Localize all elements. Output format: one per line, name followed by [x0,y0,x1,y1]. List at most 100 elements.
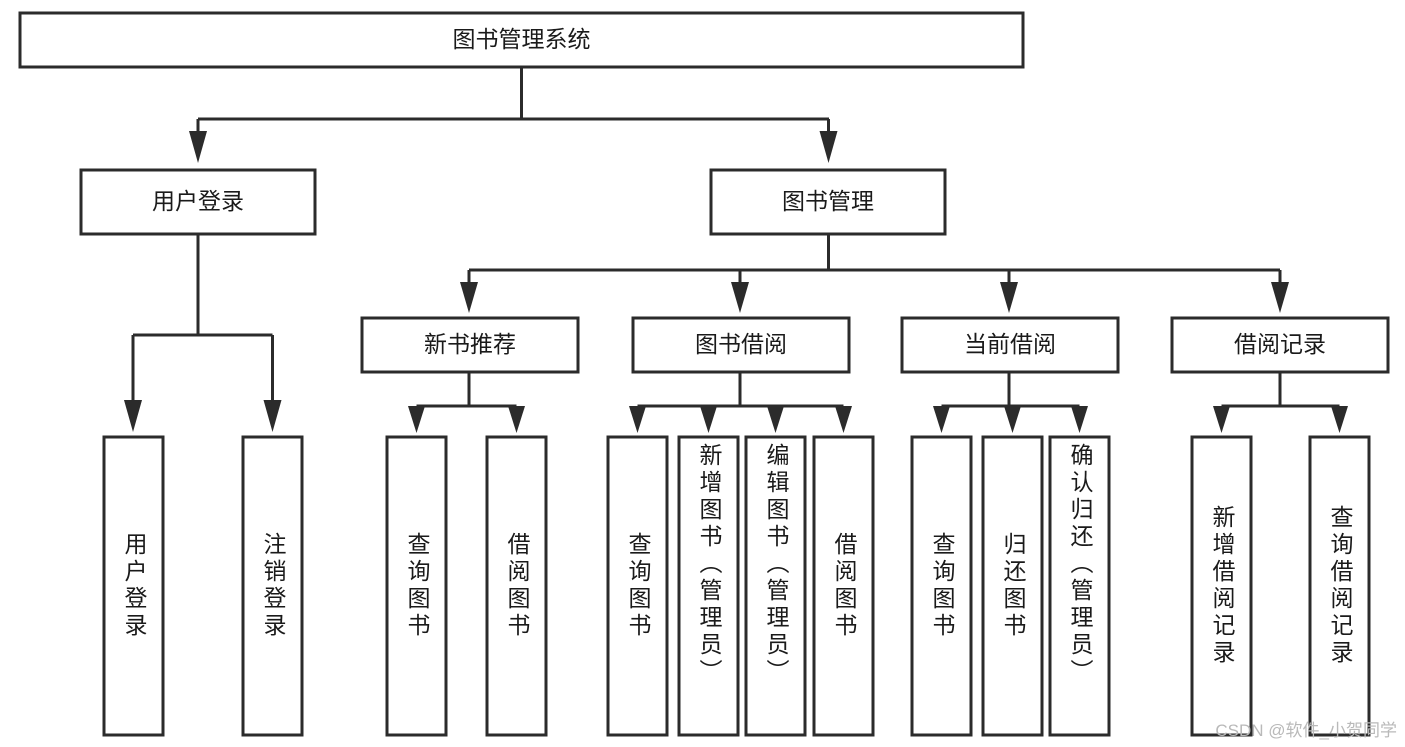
node-leaf-borrow-book-label: 借阅图书 [831,532,857,640]
node-leaf-confirm-return-label: 确认归还（管理员） [1067,443,1093,686]
node-leaf-query-book-cur-label: 查询图书 [929,532,955,640]
node-leaf-query-book-rec-label: 查询图书 [404,532,430,640]
node-leaf-edit-book-label: 编辑图书（管理员） [763,443,789,686]
node-leaf-query-record-label: 查询借阅记录 [1327,505,1353,667]
node-current-borrow[interactable]: 当前借阅 [900,316,1120,374]
node-root-box [18,11,1025,69]
node-leaf-return-book[interactable]: 归还图书 [981,435,1044,737]
arrow-head-leaf-query-book-borrow [629,406,646,433]
arrow-head-leaf-return-book [1004,406,1021,433]
arrow-head-leaf-add-book [700,406,717,433]
node-leaf-add-record-text-wrap: 新增借阅记录 [1209,505,1235,667]
arrow-head-leaf-borrow-book-rec [508,406,525,433]
node-new-book-recommend[interactable]: 新书推荐 [360,316,580,374]
node-leaf-query-record[interactable]: 查询借阅记录 [1308,435,1371,737]
node-leaf-add-book-box [677,435,740,737]
node-user-login-label: 用户登录 [152,188,244,214]
node-book-manage-label: 图书管理 [782,188,874,214]
arrow-head-leaf-query-book-rec [408,406,425,433]
arrow-head-book-manage [819,131,838,163]
node-leaf-borrow-book-rec[interactable]: 借阅图书 [485,435,548,737]
node-leaf-query-record-box [1308,435,1371,737]
node-leaf-query-book-cur-text-wrap: 查询图书 [929,532,955,640]
node-leaf-return-book-label: 归还图书 [1000,532,1026,640]
node-leaf-logout-box [241,435,304,737]
node-current-borrow-box [900,316,1120,374]
node-book-manage-box [709,168,947,236]
connector-group-borrow-record [1213,372,1348,433]
node-borrow-record[interactable]: 借阅记录 [1170,316,1390,374]
arrow-head-current-borrow [1000,282,1018,313]
node-leaf-user-login-box [102,435,165,737]
node-leaf-add-record[interactable]: 新增借阅记录 [1190,435,1253,737]
node-leaf-add-book[interactable]: 新增图书（管理员） [677,435,740,737]
node-borrow-record-label: 借阅记录 [1234,331,1326,357]
connector-group-book-manage [460,234,1289,313]
node-book-borrow[interactable]: 图书借阅 [631,316,851,374]
node-leaf-add-book-label: 新增图书（管理员） [696,443,722,686]
node-book-manage[interactable]: 图书管理 [709,168,947,236]
node-leaf-add-record-box [1190,435,1253,737]
connector-group-user-login [124,234,282,432]
node-user-login[interactable]: 用户登录 [79,168,317,236]
node-leaf-query-book-borrow[interactable]: 查询图书 [606,435,669,737]
node-leaf-logout-text-wrap: 注销登录 [260,532,286,640]
node-leaf-logout[interactable]: 注销登录 [241,435,304,737]
node-leaf-user-login[interactable]: 用户登录 [102,435,165,737]
csdn-watermark: CSDN @软件_小贺同学 [1215,721,1397,740]
connector-group-book-borrow [629,372,852,433]
node-leaf-query-book-borrow-box [606,435,669,737]
node-user-login-box [79,168,317,236]
node-leaf-add-record-label: 新增借阅记录 [1209,505,1235,667]
node-leaf-user-login-text-wrap: 用户登录 [121,532,147,640]
node-leaf-return-book-box [981,435,1044,737]
node-leaf-return-book-text-wrap: 归还图书 [1000,532,1026,640]
node-leaf-query-book-borrow-text-wrap: 查询图书 [625,532,651,640]
node-book-borrow-label: 图书借阅 [695,331,787,357]
node-leaf-confirm-return-text-wrap: 确认归还（管理员） [1067,443,1093,686]
node-leaf-borrow-book-box [812,435,875,737]
arrow-head-new-book-recommend [460,282,478,313]
node-root-label: 图书管理系统 [453,26,591,52]
node-leaf-borrow-book-rec-box [485,435,548,737]
arrow-head-leaf-confirm-return [1071,406,1088,433]
node-new-book-recommend-box [360,316,580,374]
node-leaf-borrow-book-text-wrap: 借阅图书 [831,532,857,640]
node-current-borrow-label: 当前借阅 [964,331,1056,357]
arrow-head-user-login [189,131,207,163]
node-leaf-edit-book-text-wrap: 编辑图书（管理员） [763,443,789,686]
arrow-head-leaf-logout [263,400,282,432]
node-leaf-borrow-book-rec-text-wrap: 借阅图书 [504,532,530,640]
node-leaf-query-book-borrow-label: 查询图书 [625,532,651,640]
node-leaf-user-login-label: 用户登录 [121,532,147,640]
node-new-book-recommend-label: 新书推荐 [424,331,516,357]
arrow-head-leaf-query-book-cur [933,406,950,433]
node-leaf-borrow-book[interactable]: 借阅图书 [812,435,875,737]
node-borrow-record-box [1170,316,1390,374]
node-root[interactable]: 图书管理系统 [18,11,1025,69]
node-leaf-confirm-return-box [1048,435,1111,737]
arrow-head-leaf-query-record [1331,406,1348,433]
node-leaf-edit-book[interactable]: 编辑图书（管理员） [744,435,807,737]
arrow-head-leaf-borrow-book [835,406,852,433]
node-leaf-borrow-book-rec-label: 借阅图书 [504,532,530,640]
node-leaf-query-book-cur[interactable]: 查询图书 [910,435,973,737]
arrow-head-leaf-user-login [124,400,142,432]
arrow-head-leaf-add-record [1213,406,1230,433]
node-leaf-edit-book-box [744,435,807,737]
arrow-head-book-borrow [731,282,749,313]
node-book-borrow-box [631,316,851,374]
node-leaf-query-record-text-wrap: 查询借阅记录 [1327,505,1353,667]
node-leaf-query-book-rec-box [385,435,448,737]
connector-group-new-book-recommend [408,372,525,433]
arrow-head-leaf-edit-book [767,406,784,433]
node-leaf-logout-label: 注销登录 [260,532,286,640]
node-leaf-confirm-return[interactable]: 确认归还（管理员） [1048,435,1111,737]
connector-group-root [189,67,838,163]
node-leaf-query-book-rec[interactable]: 查询图书 [385,435,448,737]
connector-group-current-borrow [933,372,1088,433]
node-leaf-query-book-cur-box [910,435,973,737]
node-leaf-query-book-rec-text-wrap: 查询图书 [404,532,430,640]
